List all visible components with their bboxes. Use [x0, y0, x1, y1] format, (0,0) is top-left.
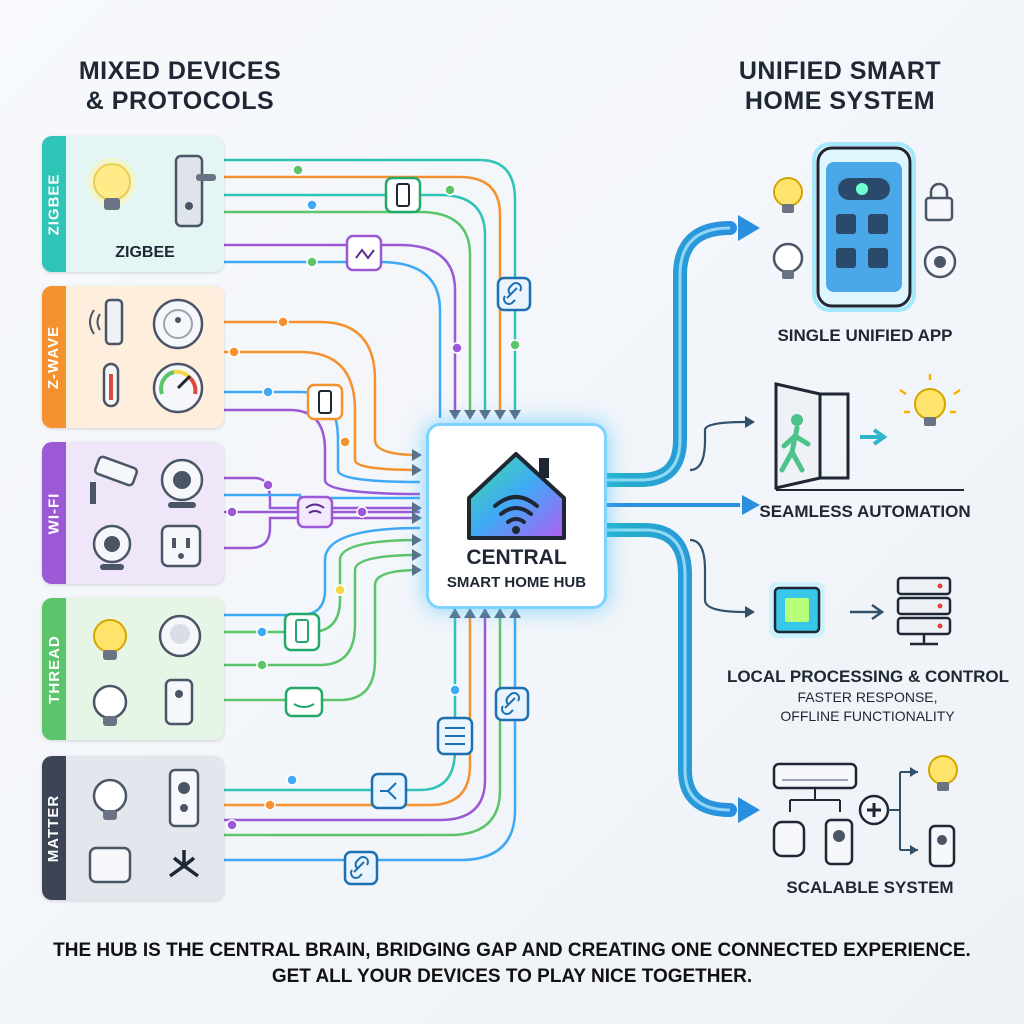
house-wifi-icon	[467, 452, 566, 540]
protocol-tab-thread: THREAD	[42, 598, 66, 740]
footer-line-2: GET ALL YOUR DEVICES TO PLAY NICE TOGETH…	[271, 966, 753, 987]
matter-devices	[88, 768, 200, 884]
bulb-icon	[928, 755, 958, 791]
protocol-tab-zigbee: ZIGBEE	[42, 136, 66, 272]
protocol-tab-wifi: WI-FI	[42, 442, 66, 584]
webcam-icon	[92, 524, 132, 570]
output-sub-local-1: FASTER RESPONSE,	[797, 689, 938, 705]
bulb-icon	[92, 684, 128, 726]
thermostat-icon	[152, 298, 204, 350]
plus-icon	[858, 794, 890, 826]
protocol-tab-zwave: Z-WAVE	[42, 286, 66, 428]
arrow-right-icon	[850, 603, 885, 621]
output-sub-local-2: OFFLINE FUNCTIONALITY	[780, 708, 955, 724]
doorbell-icon	[928, 824, 956, 868]
wifi-lines	[224, 476, 420, 550]
thermometer-icon	[102, 362, 120, 408]
zigbee-devices	[88, 154, 216, 228]
contact-sensor-icon	[164, 678, 194, 726]
protocol-tab-matter: MATTER	[42, 756, 66, 900]
hub-device-icon	[88, 846, 132, 884]
bulb-icon	[899, 374, 961, 426]
bulb-icon	[773, 177, 803, 213]
wifi-devices	[90, 455, 204, 570]
contact-sensor-icon	[772, 820, 806, 858]
contact-sensor-icon	[89, 298, 124, 346]
webcam-icon	[923, 245, 957, 279]
cpu-chip-icon	[769, 582, 825, 638]
hub-input-arrows	[412, 410, 521, 618]
branch-arrowheads	[910, 767, 918, 855]
output-label-automation: SEAMLESS AUTOMATION	[759, 502, 971, 521]
doorbell-icon	[168, 768, 200, 828]
smart-plug-icon	[160, 524, 202, 568]
zigbee-lines	[224, 158, 517, 418]
protocol-panel-zigbee: ZIGBEE ZIGBEE	[42, 136, 224, 272]
bulb-icon	[93, 619, 127, 660]
output-label-scalable: SCALABLE SYSTEM	[786, 878, 954, 897]
smartphone-icon	[812, 142, 916, 312]
right-title: UNIFIED SMART HOME SYSTEM	[738, 57, 942, 115]
protocol-panel-zwave: Z-WAVE	[42, 286, 224, 428]
protocol-panel-matter: MATTER	[42, 756, 224, 900]
arrow-right-icon	[860, 428, 888, 446]
doorbell-icon	[824, 818, 854, 866]
protocol-panel-wifi: WI-FI	[42, 442, 224, 584]
output-label-app: SINGLE UNIFIED APP	[777, 326, 953, 345]
link-badges	[283, 176, 532, 886]
zwave-lines	[224, 320, 421, 496]
footer-line-1: THE HUB IS THE CENTRAL BRAIN, BRIDGING G…	[53, 940, 971, 961]
output-label-local: LOCAL PROCESSING & CONTROL	[726, 667, 1010, 686]
output-pipes	[595, 215, 760, 823]
gauge-icon	[152, 362, 204, 414]
zigbee-label: ZIGBEE	[115, 244, 175, 261]
zwave-devices	[89, 298, 204, 414]
bulb-icon	[772, 242, 804, 279]
matter-logo-icon	[168, 850, 200, 878]
padlock-icon	[924, 182, 954, 222]
line-nodes	[226, 164, 521, 831]
door-lock-icon	[174, 154, 216, 228]
thread-lines	[224, 526, 421, 702]
button-sensor-icon	[158, 614, 202, 658]
thread-devices	[92, 614, 202, 726]
hub-subtitle: SMART HOME HUB	[446, 574, 587, 591]
branch-connector	[888, 771, 918, 851]
left-title: MIXED DEVICES & PROTOCOLS	[78, 57, 282, 115]
walking-person-icon	[774, 382, 964, 491]
webcam-icon	[160, 458, 204, 508]
bulb-icon	[92, 778, 128, 820]
security-camera-icon	[90, 455, 138, 504]
protocol-panel-thread: THREAD	[42, 598, 224, 740]
hub-title: CENTRAL	[466, 546, 567, 569]
air-conditioner-icon	[772, 762, 858, 812]
central-hub: CENTRAL SMART HOME HUB	[426, 423, 607, 609]
bulb-icon	[88, 158, 136, 210]
server-icon	[896, 576, 952, 646]
